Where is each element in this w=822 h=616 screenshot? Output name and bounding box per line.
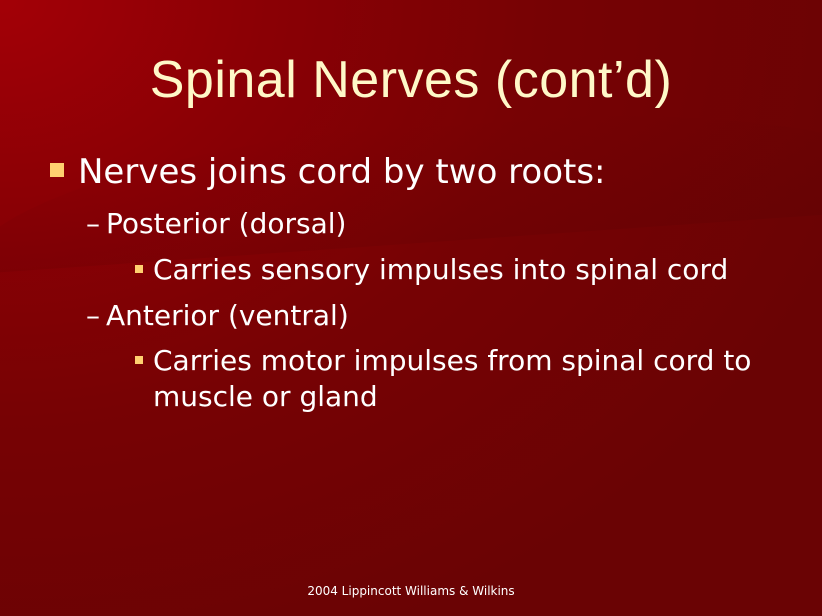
small-square-bullet-icon	[135, 356, 143, 364]
bullet-level3-motor: Carries motor impulses from spinal cord …	[135, 343, 775, 415]
bullet-level2-anterior: –Anterior (ventral)	[86, 298, 349, 334]
bullet-text: Carries motor impulses from spinal cord …	[153, 344, 752, 413]
square-bullet-icon	[50, 163, 64, 177]
bullet-text: Nerves joins cord by two roots:	[78, 152, 606, 192]
bullet-level1: Nerves joins cord by two roots:	[50, 150, 606, 194]
slide-title: Spinal Nerves (cont’d)	[149, 51, 673, 109]
dash-bullet-icon: –	[86, 207, 100, 240]
slide-footer: 2004 Lippincott Williams & Wilkins	[307, 584, 515, 598]
bullet-text: Anterior (ventral)	[106, 299, 349, 332]
bullet-level3-sensory: Carries sensory impulses into spinal cor…	[135, 252, 795, 288]
small-square-bullet-icon	[135, 265, 143, 273]
dash-bullet-icon: –	[86, 299, 100, 332]
bullet-level2-posterior: –Posterior (dorsal)	[86, 206, 346, 242]
bullet-text: Posterior (dorsal)	[106, 207, 347, 240]
bullet-text: Carries sensory impulses into spinal cor…	[153, 253, 729, 286]
